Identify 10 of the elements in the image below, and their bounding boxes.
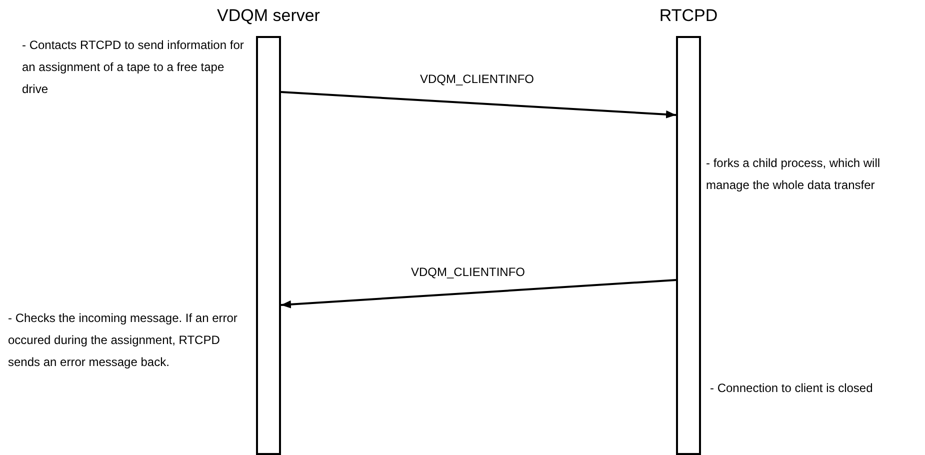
arrow: [280, 91, 676, 118]
note-text: - Checks the incoming message. If an error occured during the assignment, RTCPD sends an error message back.: [8, 310, 238, 371]
lifeline-title: VDQM server: [217, 6, 320, 26]
arrow: [280, 279, 676, 308]
edge-label: VDQM_CLIENTINFO: [409, 265, 527, 279]
lifeline-title: RTCPD: [659, 6, 718, 26]
note-text: - forks a child process, which will manage the whole data transfer: [706, 155, 882, 194]
edge-label: VDQM_CLIENTINFO: [418, 72, 536, 86]
note-text: - Connection to client is closed: [710, 380, 874, 397]
note-text: - Contacts RTCPD to send information for an assignment of a tape to a free tape drive: [22, 37, 245, 98]
